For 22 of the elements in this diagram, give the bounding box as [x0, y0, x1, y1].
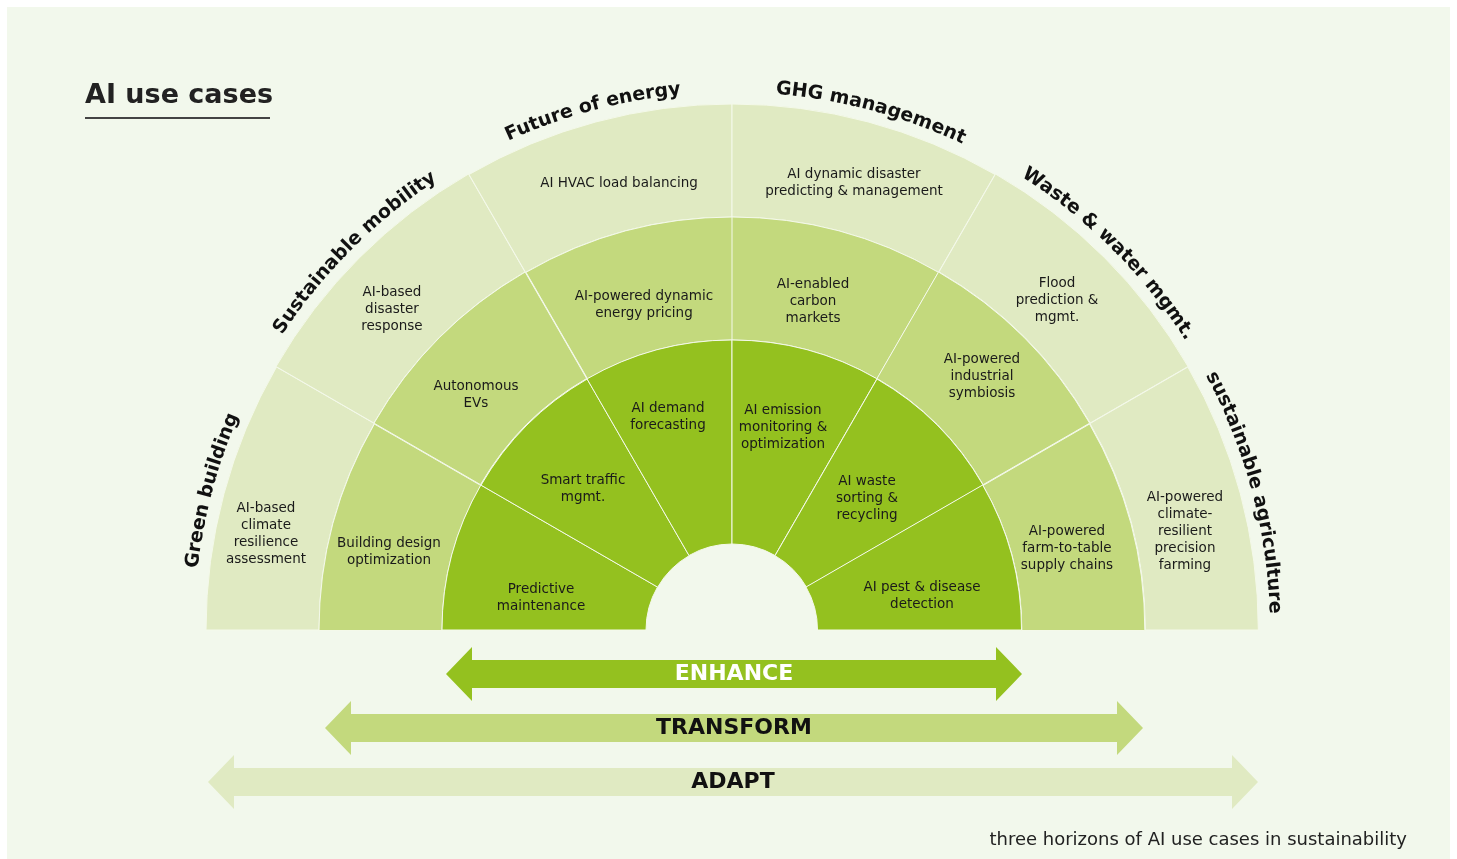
use-case-label: AI-powered farm-to-table supply chains: [1019, 521, 1115, 573]
caption: three horizons of AI use cases in sustainability: [989, 828, 1407, 849]
use-case-label: Autonomous EVs: [432, 377, 520, 411]
horizon-label: ADAPT: [690, 768, 776, 793]
use-case-label: AI dynamic disaster predicting & management: [764, 165, 944, 199]
use-case-label: AI-powered industrial symbiosis: [942, 349, 1022, 401]
horizon-label: ENHANCE: [673, 660, 795, 685]
use-case-label: AI demand forecasting: [629, 399, 707, 433]
use-case-label: AI HVAC load balancing: [539, 173, 699, 191]
use-case-label: AI pest & disease detection: [862, 578, 982, 612]
page-title: AI use cases: [85, 78, 274, 109]
use-case-label: AI-based climate resilience assessment: [225, 499, 307, 567]
use-case-label: Predictive maintenance: [495, 580, 587, 614]
horizon-label: TRANSFORM: [655, 714, 813, 739]
use-case-label: Building design optimization: [336, 534, 442, 568]
use-case-label: AI emission monitoring & optimization: [737, 400, 829, 452]
use-case-label: AI-enabled carbon markets: [775, 274, 851, 326]
use-case-label: AI-powered dynamic energy pricing: [573, 287, 715, 321]
use-case-label: Smart traffic mgmt.: [539, 471, 627, 505]
use-case-label: AI-powered climate-resilient precision farming: [1145, 487, 1224, 573]
use-case-label: Flood prediction & mgmt.: [1014, 273, 1099, 325]
use-case-label: AI waste sorting & recycling: [835, 471, 899, 523]
